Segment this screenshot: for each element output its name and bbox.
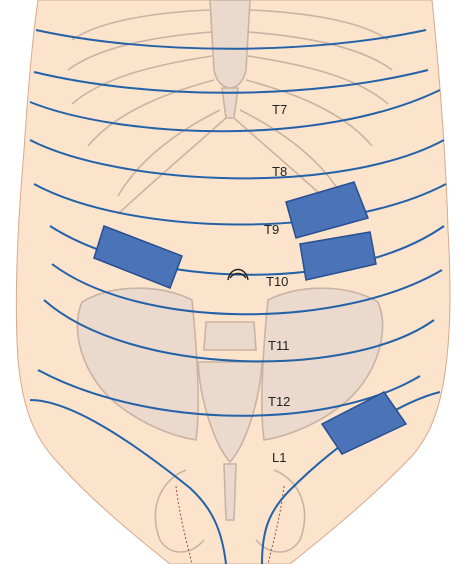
lumbar-vertebra [204, 322, 256, 350]
sternum [210, 0, 250, 88]
coccyx [224, 464, 236, 520]
label-t11: T11 [268, 338, 289, 353]
label-t7: T7 [272, 102, 287, 117]
label-l1: L1 [272, 450, 286, 465]
label-t10: T10 [266, 274, 288, 289]
label-t12: T12 [268, 394, 290, 409]
label-t8: T8 [272, 164, 287, 179]
label-t9: T9 [264, 222, 279, 237]
